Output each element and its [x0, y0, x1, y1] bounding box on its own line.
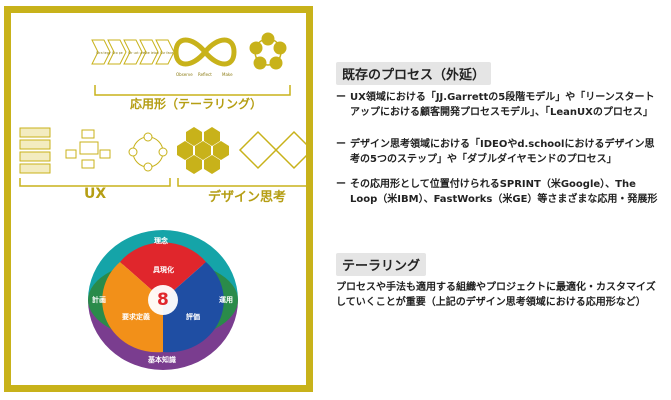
bullet-text: その応用形として位置付けられるSPRINT（米Google）、The Loop（… [350, 179, 658, 205]
model-step-label: Sco pe [112, 51, 123, 55]
circle-label-operation: 運用 [219, 296, 233, 304]
tailoring-description: プロセスや手法も適用する組織やプロジェクトに最適化・カスタマイズしていくことが重… [336, 282, 656, 308]
circle-center-glyph: 8 [157, 290, 169, 310]
bullet-dash: ー [336, 179, 346, 190]
bullet-dash: ー [336, 139, 346, 150]
ux-bracket [19, 178, 171, 187]
infinity-loop-icon [173, 37, 237, 67]
hexagon-cluster-icon [177, 127, 229, 174]
bullet-item: ー UX領域における「JJ.Garrettの5段階モデル」や「リーンスタートアッ… [336, 90, 661, 120]
bullet-text: UX領域における「JJ.Garrettの5段階モデル」や「リーンスタートアップに… [350, 92, 655, 118]
tailoring-bracket [94, 85, 291, 96]
cycle-diagram-icon [65, 129, 111, 169]
loop-step-label: Reflect [198, 72, 212, 77]
circle-label-philosophy: 理念 [154, 237, 168, 245]
loop-step-label: Observe [176, 72, 193, 77]
tailoring-label: 応用形（テーラリング） [130, 97, 263, 111]
section-title-existing-process: 既存のプロセス（外延） [336, 62, 492, 85]
bullet-dash: ー [336, 92, 346, 103]
model-step-label: Ske leton [144, 51, 159, 55]
flower-pentagon-icon [249, 32, 287, 70]
bullet-text: デザイン思考領域における「IDEOやd.schoolにおけるデザイン思考の5つの… [350, 139, 655, 165]
section-title-tailoring: テーラリング [336, 253, 427, 276]
stacked-layers-icon [19, 127, 51, 174]
double-diamond-icon [238, 130, 314, 170]
circle-label-evaluate: 評価 [186, 313, 200, 321]
design-thinking-bracket [177, 178, 309, 187]
five-step-model-icon [91, 39, 175, 65]
model-step-label: Stra tegy [96, 51, 111, 55]
circular-process-icon [128, 132, 168, 172]
ux-label: UX [84, 186, 107, 202]
circle-label-realize: 具現化 [153, 266, 174, 274]
model-step-label: Str uct ure [128, 51, 145, 55]
circle-label-plan: 計画 [92, 296, 106, 304]
circle-label-requirements: 要求定義 [122, 313, 150, 321]
model-step-label: Sur face [160, 51, 173, 55]
design-thinking-label: デザイン思考 [208, 190, 287, 205]
circle-label-knowledge: 基本知識 [148, 356, 176, 364]
process-circle [88, 230, 238, 370]
loop-step-label: Make [222, 72, 233, 77]
bullet-item: ー デザイン思考領域における「IDEOやd.schoolにおけるデザイン思考の5… [336, 137, 661, 167]
bullet-item: ー その応用形として位置付けられるSPRINT（米Google）、The Loo… [336, 177, 661, 207]
